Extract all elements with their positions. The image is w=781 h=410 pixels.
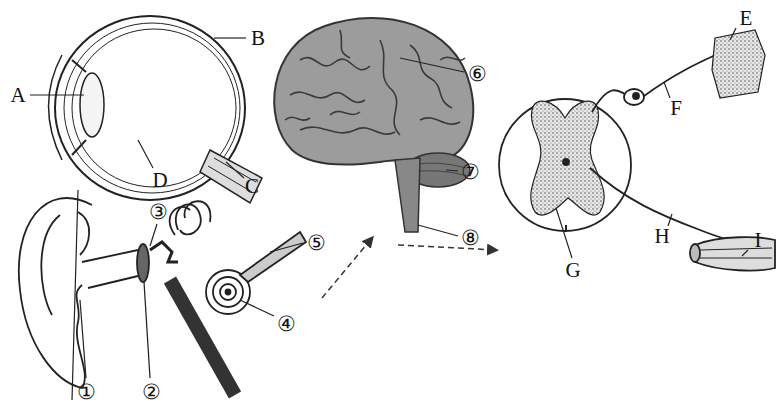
leader-line (30, 28, 748, 378)
part-label: ③ (147, 201, 170, 224)
part-label: A (8, 84, 27, 107)
part-label: I (753, 229, 764, 252)
part-label: G (563, 259, 582, 282)
part-label: H (652, 225, 671, 248)
part-label: ⑦ (459, 161, 482, 184)
part-label: E (738, 7, 755, 30)
part-label: ⑤ (305, 232, 328, 255)
part-label: C (243, 175, 261, 198)
ear (19, 190, 306, 400)
part-label: ② (140, 381, 163, 404)
spinal-cord (499, 30, 775, 270)
eyeball (49, 16, 263, 203)
part-label: F (668, 97, 684, 120)
part-label: ① (75, 381, 98, 404)
brain (274, 18, 473, 232)
part-label: D (150, 169, 169, 192)
part-label: ④ (275, 313, 298, 336)
part-label: ⑧ (459, 227, 482, 250)
part-label: B (249, 27, 267, 50)
part-label: ⑥ (466, 63, 489, 86)
